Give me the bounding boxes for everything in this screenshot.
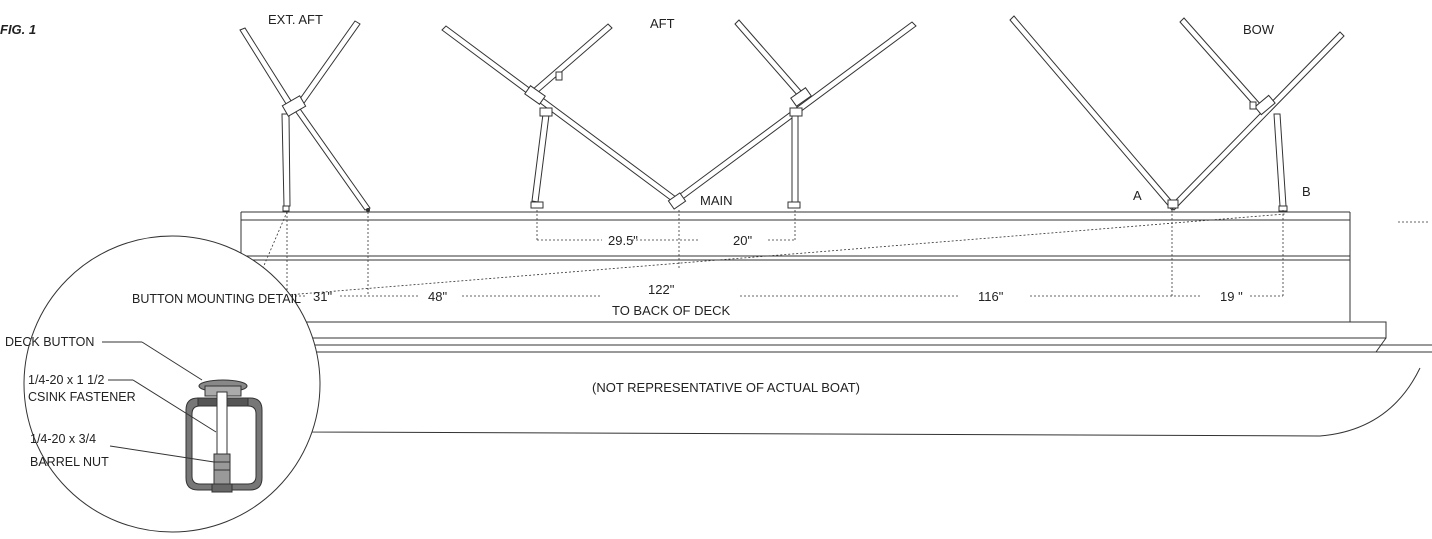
button-mounting-detail: BUTTON MOUNTING DETAIL DECK BUTTON 1/4-2… <box>5 235 321 533</box>
point-b-label: B <box>1302 184 1311 199</box>
bow-frame <box>1009 15 1345 212</box>
dimension-lines <box>249 210 1286 299</box>
point-a-label: A <box>1133 188 1142 203</box>
barrel-nut-label-line1: 1/4-20 x 3/4 <box>30 432 96 446</box>
deck-button-label: DECK BUTTON <box>5 335 94 349</box>
bow-label: BOW <box>1243 22 1275 37</box>
main-point-label: MAIN <box>700 193 733 208</box>
aft-frame <box>441 19 917 210</box>
detail-title: BUTTON MOUNTING DETAIL <box>132 292 301 306</box>
dimension-19: 19 " <box>1220 289 1243 304</box>
aft-label: AFT <box>650 16 675 31</box>
dimension-29-5: 29.5" <box>608 233 638 248</box>
dimension-20: 20" <box>733 233 752 248</box>
ext-aft-label: EXT. AFT <box>268 12 323 27</box>
ext-aft-frame <box>239 20 371 212</box>
to-back-of-deck-label: TO BACK OF DECK <box>612 303 731 318</box>
dimension-122: 122" <box>648 282 675 297</box>
boat-hull <box>240 211 1432 437</box>
figure-label: FIG. 1 <box>0 22 36 37</box>
dimension-48: 48" <box>428 289 447 304</box>
deck-button-cross-section <box>185 379 263 493</box>
disclaimer-text: (NOT REPRESENTATIVE OF ACTUAL BOAT) <box>592 380 860 395</box>
fastener-label-line1: 1/4-20 x 1 1/2 <box>28 373 104 387</box>
barrel-nut-label-line2: BARREL NUT <box>30 455 109 469</box>
dimension-116: 116" <box>978 289 1004 304</box>
dimension-31: 31" <box>313 289 332 304</box>
fastener-label-line2: CSINK FASTENER <box>28 390 136 404</box>
